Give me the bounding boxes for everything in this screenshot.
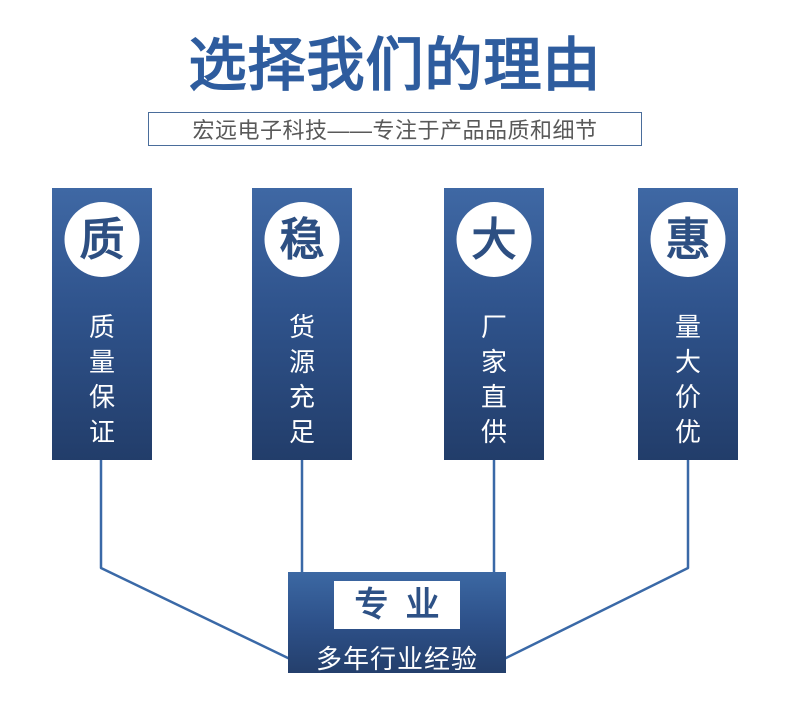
- summary-badge-text: 专业: [354, 586, 457, 624]
- pillar-bulk-discount-badge-circle: 惠: [650, 202, 726, 277]
- pillar-stability-badge: 稳: [279, 214, 325, 265]
- subtitle-text: 宏远电子科技——专注于产品品质和细节: [192, 118, 598, 143]
- pillar-factory-direct-label: 厂家直供: [480, 312, 507, 447]
- page-title: 选择我们的理由: [188, 33, 602, 98]
- pillar-factory-direct: 大 厂家直供: [444, 188, 544, 460]
- pillar-stability-label: 货源充足: [288, 312, 315, 447]
- subtitle-box: 宏远电子科技——专注于产品品质和细节: [148, 112, 642, 146]
- pillar-stability: 稳 货源充足: [252, 188, 352, 460]
- pillar-quality: 质 质量保证: [52, 188, 152, 460]
- summary-box: 专业 多年行业经验: [288, 572, 506, 674]
- pillar-quality-label: 质量保证: [88, 312, 115, 447]
- pillar-stability-badge-circle: 稳: [264, 202, 340, 277]
- summary-badge: 专业: [334, 581, 460, 629]
- connector-line-quality: [99, 460, 291, 661]
- pillar-bulk-discount-label: 量大价优: [674, 312, 701, 447]
- pillar-bulk-discount-badge: 惠: [665, 214, 711, 265]
- pillar-quality-badge: 质: [79, 214, 125, 265]
- pillar-quality-badge-circle: 质: [64, 202, 140, 277]
- pillar-bulk-discount: 惠 量大价优: [638, 188, 738, 460]
- pillar-factory-direct-badge: 大: [471, 214, 517, 265]
- summary-label: 多年行业经验: [315, 644, 478, 674]
- connector-line-bulk-discount: [503, 460, 690, 661]
- pillar-factory-direct-badge-circle: 大: [456, 202, 532, 277]
